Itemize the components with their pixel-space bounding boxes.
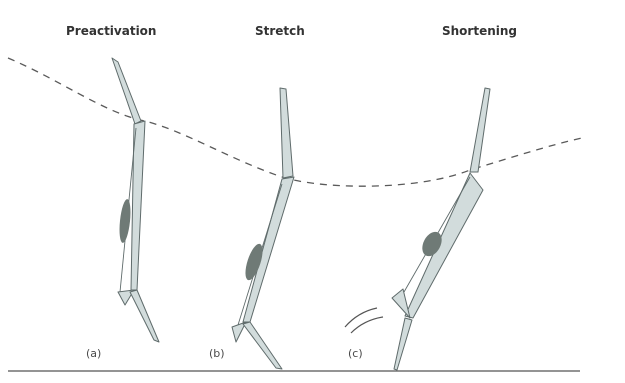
motion-arc-outer: [351, 317, 383, 333]
leg-figure-preactivation: [112, 58, 159, 342]
foot-segment: [394, 318, 412, 370]
foot-segment: [243, 322, 282, 369]
panel-label-c: (c): [348, 347, 363, 360]
hip-trajectory-dashed-line: [8, 58, 582, 186]
muscle-belly: [118, 199, 133, 244]
shank-segment: [131, 121, 145, 290]
panel-title-shortening: Shortening: [442, 24, 517, 38]
motion-arc-inner: [345, 308, 377, 327]
heel-segment: [392, 289, 410, 318]
thigh-segment: [112, 58, 141, 124]
panel-title-stretch: Stretch: [255, 24, 305, 38]
motion-arcs: [345, 308, 383, 333]
leg-figure-stretch: [232, 88, 294, 369]
panel-label-b: (b): [209, 347, 225, 360]
foot-segment: [130, 290, 159, 342]
leg-figure-shortening: [392, 88, 490, 370]
panel-title-preactivation: Preactivation: [66, 24, 156, 38]
shank-segment: [405, 173, 483, 318]
thigh-segment: [470, 88, 490, 172]
thigh-segment: [280, 88, 293, 178]
panel-label-a: (a): [86, 347, 101, 360]
shank-segment: [243, 177, 294, 322]
